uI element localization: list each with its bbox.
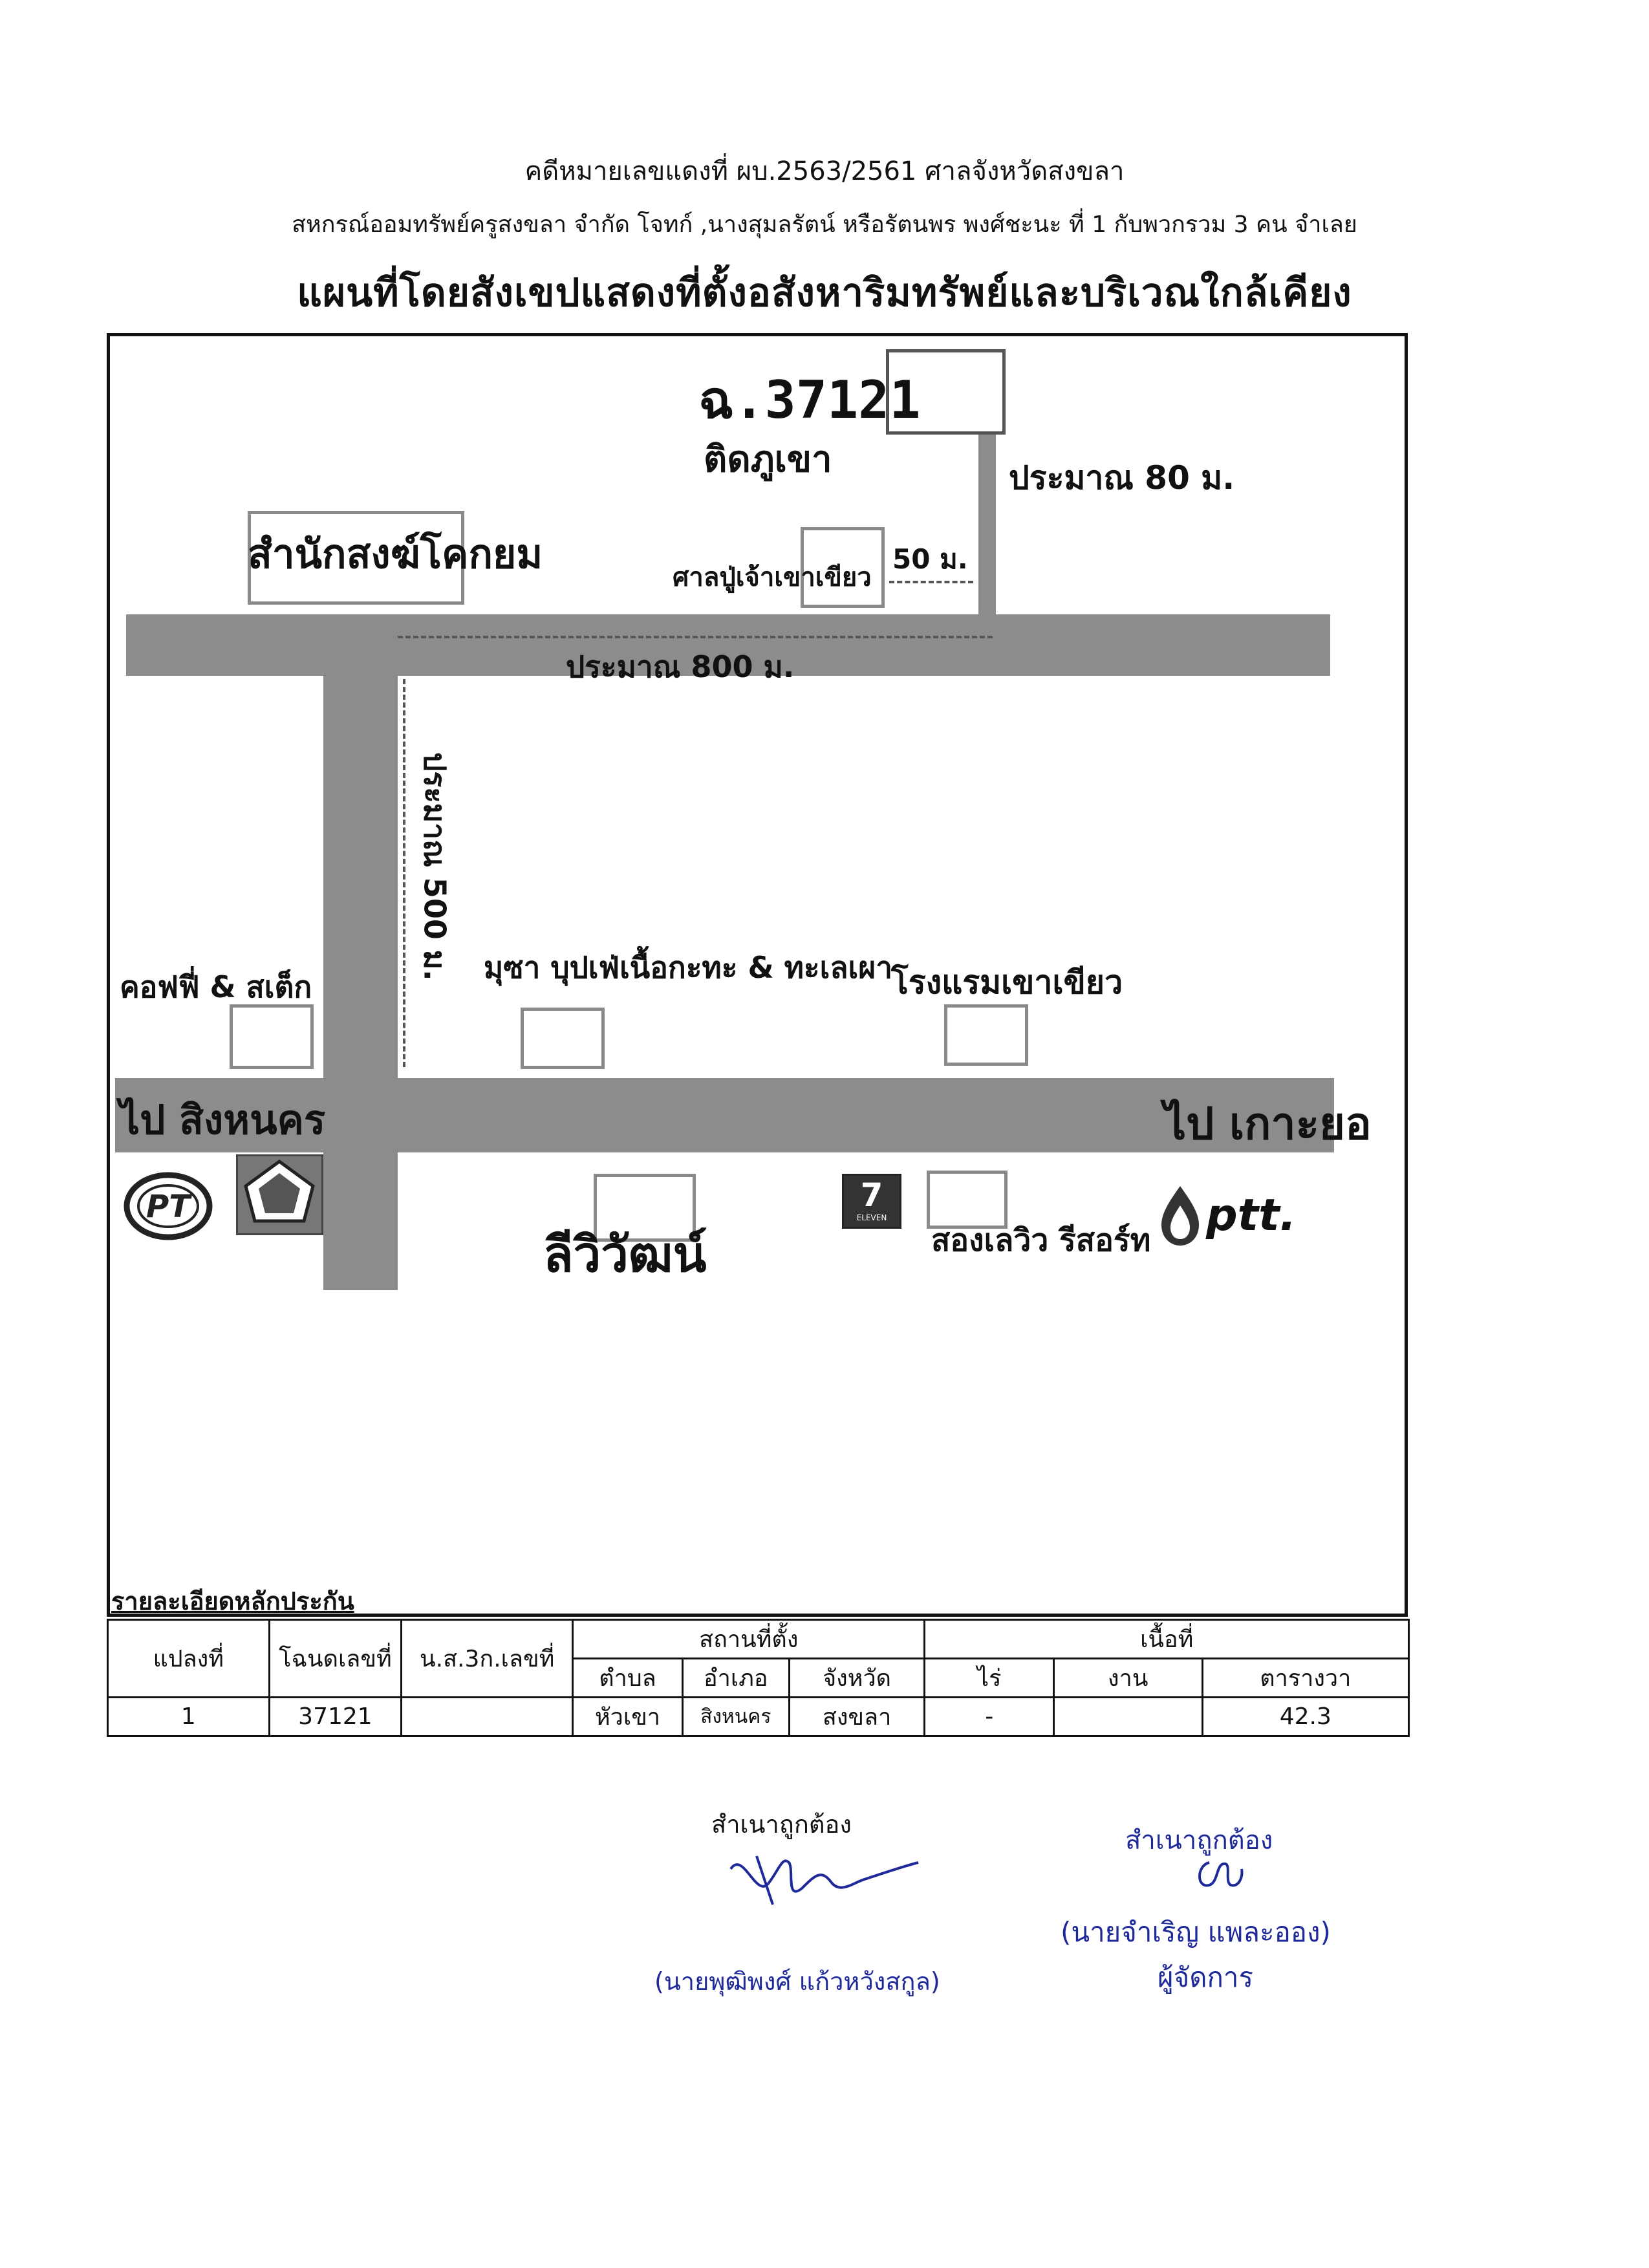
to-koh-yo-label: ไป เกาะยอ: [1164, 1099, 1372, 1150]
pt-logo-text: PT: [146, 1189, 192, 1225]
left-signature-icon: [718, 1843, 925, 1914]
ptt-flame-icon: [1158, 1183, 1203, 1248]
header-amphoe: อำเภอ: [681, 1658, 790, 1698]
left-signer-name: (นายพุฒิพงศ์ แก้วหวังสกูล): [654, 1967, 940, 1996]
header-location: สถานที่ตั้ง: [572, 1619, 926, 1659]
cell-tambon: หัวเขา: [572, 1696, 684, 1737]
case-number-line: คดีหมายเลขแดงที่ ผบ.2563/2561 ศาลจังหวัด…: [524, 157, 1125, 186]
header-rai: ไร่: [923, 1658, 1055, 1698]
header-area: เนื้อที่: [923, 1619, 1410, 1659]
resort-label: สองเลวิว รีสอร์ท: [931, 1222, 1151, 1258]
header-ns3k-no: น.ส.3ก.เลขที่: [400, 1619, 574, 1698]
seven-eleven-logo-text: ELEVEN: [856, 1213, 887, 1222]
deed-label: ฉ.37121: [698, 370, 921, 430]
near-hill-label: ติดภูเขา: [704, 438, 832, 481]
parties-line: สหกรณ์ออมทรัพย์ครูสงขลา จำกัด โจทก์ ,นาง…: [292, 211, 1357, 238]
distance-line-800: [398, 636, 993, 638]
map-title: แผนที่โดยสังเขปแสดงที่ตั้งอสังหาริมทรัพย…: [297, 270, 1352, 316]
seven-eleven-logo-icon: 7 ELEVEN: [842, 1174, 901, 1229]
shrine-label: ศาลปู่เจ้าเขาเขียว: [673, 563, 872, 592]
distance-line-500: [403, 679, 405, 1067]
coffee-box: [230, 1004, 314, 1069]
header-wa: ตารางวา: [1201, 1658, 1410, 1698]
right-signature-icon: [1190, 1850, 1248, 1895]
monastery-label: สำนักสงฆ์โคกยม: [248, 530, 543, 578]
hotel-box: [944, 1004, 1028, 1066]
map-frame: [107, 333, 1408, 1617]
cell-wa: 42.3: [1201, 1696, 1410, 1737]
main-road: [115, 1078, 1334, 1152]
distance-label-80: ประมาณ 80 ม.: [1009, 459, 1235, 497]
header-plot-no: แปลงที่: [107, 1619, 270, 1698]
distance-label-500: ประมาณ 500 ม.: [417, 752, 453, 981]
cell-ns3k-no: [400, 1696, 574, 1737]
upper-road: [126, 614, 1330, 676]
pt-logo-icon: PT: [123, 1171, 213, 1242]
liwat-label: ลีวิวัฒน์: [543, 1226, 707, 1283]
cell-amphoe: สิงหนคร: [681, 1696, 790, 1737]
ptt-logo-text: ptt.: [1206, 1190, 1297, 1241]
buffet-label: มุซา บุปเฟ่เนื้อกะทะ & ทะเลเผา: [484, 950, 893, 985]
to-singhanakhon-label: ไป สิงหนคร: [120, 1096, 326, 1143]
liwat-box: [594, 1174, 696, 1242]
header-deed-no: โฉนดเลขที่: [268, 1619, 403, 1698]
cell-rai: -: [923, 1696, 1055, 1737]
right-signer-title: ผู้จัดการ: [1158, 1961, 1254, 1993]
buffet-box: [521, 1008, 605, 1069]
collateral-details-title: รายละเอียดหลักประกัน: [111, 1587, 354, 1615]
seven-eleven-logo-number: 7: [860, 1176, 883, 1214]
cell-plot-no: 1: [107, 1696, 270, 1737]
sriwat-logo-icon: [236, 1154, 323, 1235]
left-certify-text: สำเนาถูกต้อง: [711, 1810, 852, 1839]
coffee-label: คอฟฟี่ & สเต็ก: [120, 969, 312, 1004]
distance-line-50: [889, 581, 973, 583]
cell-province: สงขลา: [788, 1696, 926, 1737]
distance-label-50: 50 ม.: [892, 543, 968, 575]
cell-ngan: [1052, 1696, 1203, 1737]
monastery-box: [248, 511, 464, 605]
header-province: จังหวัด: [788, 1658, 926, 1698]
hotel-label: โรงแรมเขาเขียว: [891, 964, 1123, 1001]
property-box: [886, 349, 1006, 435]
shrine-box: [801, 527, 885, 608]
cell-deed-no: 37121: [268, 1696, 403, 1737]
header-tambon: ตำบล: [572, 1658, 684, 1698]
resort-box: [927, 1171, 1008, 1229]
distance-label-800: ประมาณ 800 ม.: [566, 649, 795, 684]
right-certify-text: สำเนาถูกต้อง: [1125, 1826, 1273, 1855]
collateral-table: แปลงที่ โฉนดเลขที่ น.ส.3ก.เลขที่ สถานที่…: [107, 1619, 1410, 1737]
side-road: [323, 669, 398, 1290]
right-signer-name: (นายจำเริญ แพละออง): [1061, 1916, 1331, 1948]
header-ngan: งาน: [1052, 1658, 1203, 1698]
table-row: 1 37121 หัวเขา สิงหนคร สงขลา - 42.3: [107, 1696, 1410, 1737]
access-lane: [978, 435, 996, 619]
